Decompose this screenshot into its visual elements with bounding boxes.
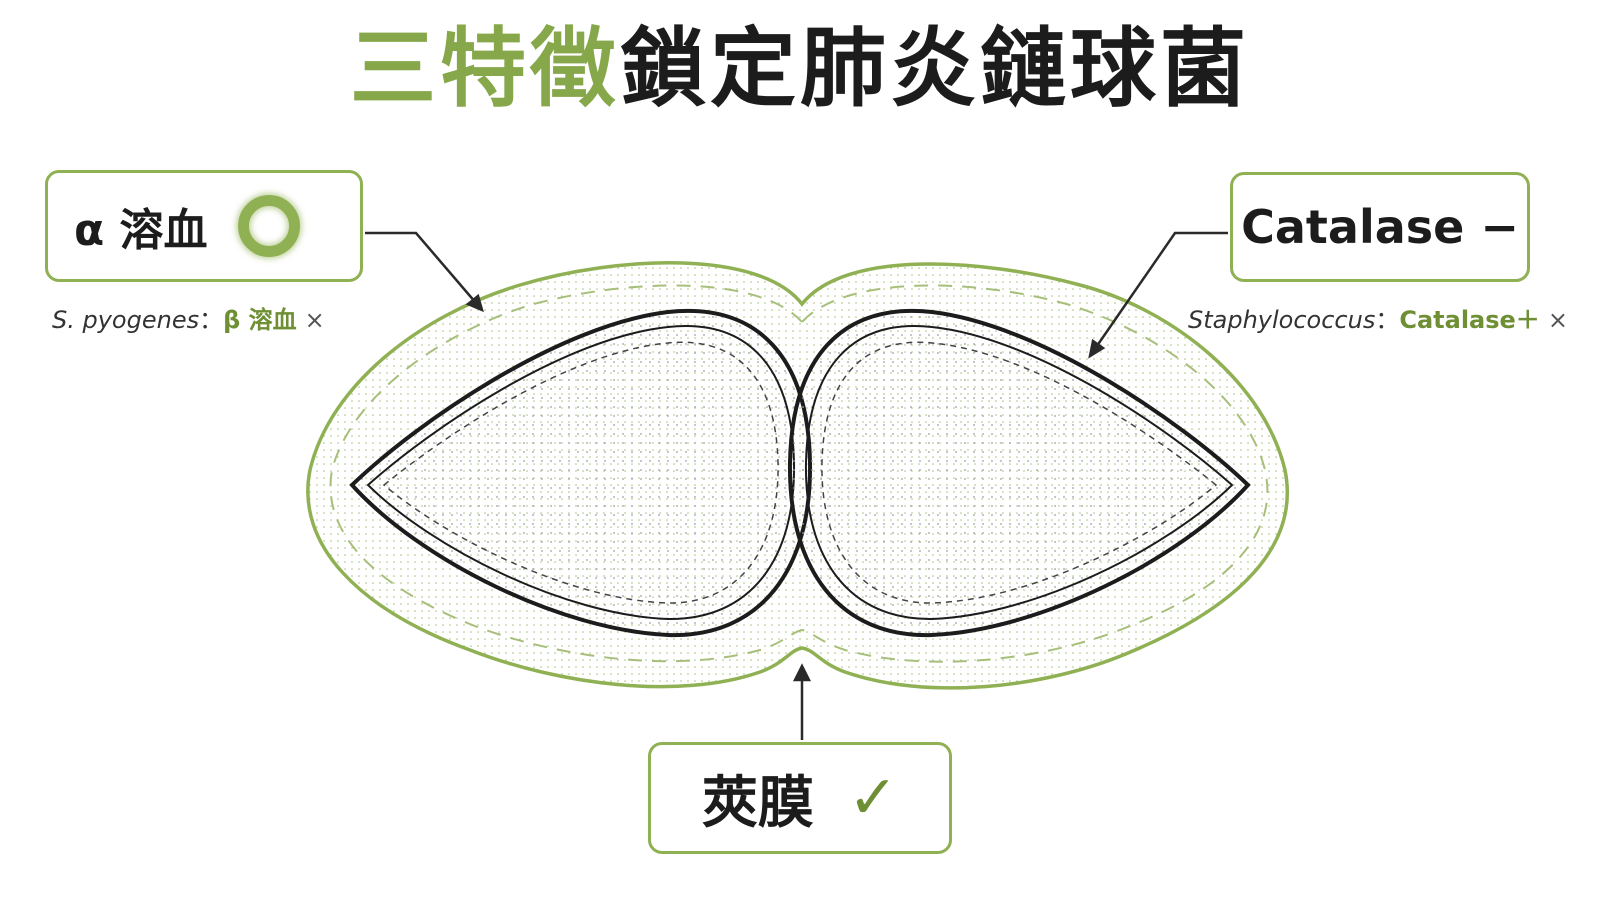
note-right-sep: ： <box>1375 306 1400 334</box>
catalase-negative-label: Catalase − <box>1230 172 1530 282</box>
catalase-text: Catalase − <box>1241 200 1519 254</box>
capsule-text: 莢膜 <box>701 770 814 836</box>
cross-icon: × <box>1547 306 1568 334</box>
note-left-sep: ： <box>199 306 224 334</box>
arrow-alpha <box>365 231 484 313</box>
page-title: 三特徵鎖定肺炎鏈球菌 <box>0 22 1600 117</box>
note-s-pyogenes: S. pyogenes：β 溶血× <box>52 300 325 335</box>
capsule-label: 莢膜 ✓ <box>648 742 952 854</box>
title-rest: 鎖定肺炎鏈球菌 <box>620 19 1250 119</box>
alpha-hemolysis-label: α 溶血 <box>45 170 363 282</box>
note-right-organism: Staphylococcus <box>1188 306 1376 334</box>
title-highlight: 三特徵 <box>350 19 620 119</box>
note-right-value: Catalase＋ <box>1399 306 1540 334</box>
capsule-inner-dash <box>329 284 1269 663</box>
arrow-catalase <box>1088 231 1228 359</box>
right-coccus <box>787 308 1251 638</box>
note-left-value: β 溶血 <box>223 306 297 334</box>
ring-icon <box>237 195 300 257</box>
note-left-organism: S. pyogenes <box>52 306 200 334</box>
alpha-hemolysis-text: α 溶血 <box>74 205 208 256</box>
arrow-capsule <box>792 663 812 740</box>
cross-icon: × <box>304 306 325 334</box>
note-staphylococcus: Staphylococcus：Catalase＋× <box>1188 300 1568 335</box>
check-icon: ✓ <box>847 763 899 833</box>
